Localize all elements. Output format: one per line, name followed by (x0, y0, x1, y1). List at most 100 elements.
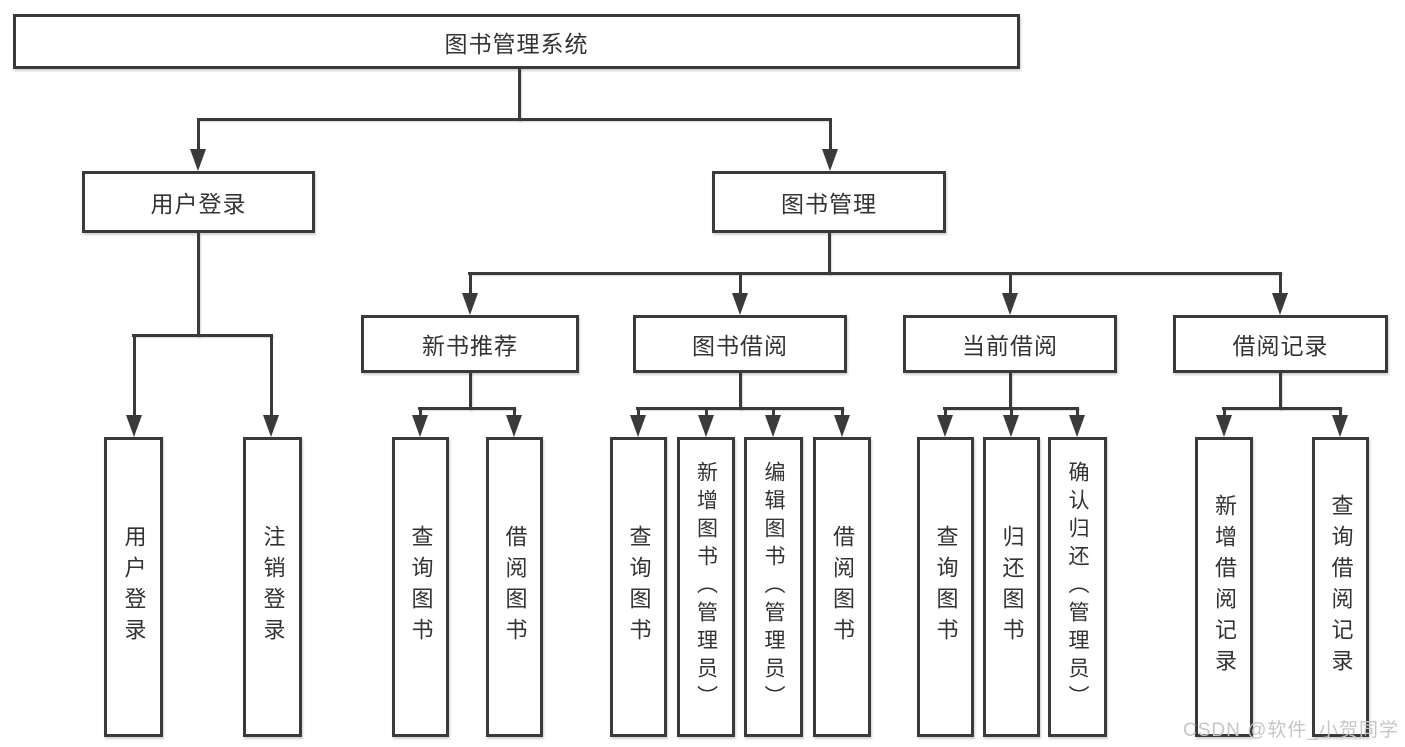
node-label: 借阅记录 (1232, 333, 1329, 359)
connector-current-stem (1009, 372, 1012, 410)
arrow-head-icon (630, 415, 646, 437)
arrow-head-icon (1272, 293, 1288, 315)
leaf-query-books-recommend: 查询图书 (392, 437, 449, 737)
arrow-head-icon (822, 149, 838, 171)
arrow-head-icon (834, 415, 850, 437)
arrow-head-icon (190, 149, 206, 171)
connector-borrowing-rail (636, 407, 844, 410)
leaf-label: 确认归还（管理员） (1066, 461, 1089, 713)
connector-recommend-stem (469, 372, 472, 410)
leaf-query-books-current: 查询图书 (917, 437, 974, 737)
arrow-head-icon (698, 415, 714, 437)
arrow-stem (1075, 407, 1079, 417)
leaf-label: 查询借阅记录 (1328, 494, 1354, 680)
arrow-head-icon (937, 415, 953, 437)
leaf-label: 借阅图书 (830, 525, 855, 649)
arrow-to-query-record (1332, 407, 1348, 437)
node-user-login: 用户登录 (82, 171, 315, 233)
leaf-query-borrow-record: 查询借阅记录 (1312, 437, 1369, 737)
connector-user-login-stem (197, 233, 200, 337)
leaf-edit-books-admin: 编辑图书（管理员） (744, 437, 803, 737)
node-borrowing-records: 借阅记录 (1173, 315, 1388, 373)
arrow-stem (512, 407, 516, 417)
leaf-borrow-books-recommend: 借阅图书 (486, 437, 543, 737)
arrow-head-icon (412, 415, 428, 437)
arrow-head-icon (1003, 415, 1019, 437)
connector-borrowing-stem (739, 372, 742, 410)
arrow-head-icon (263, 415, 279, 437)
arrow-stem (1008, 272, 1012, 295)
arrow-stem (1222, 407, 1226, 417)
arrow-stem (738, 272, 742, 295)
csdn-watermark: CSDN @软件_小贺同学 (1183, 720, 1399, 741)
leaf-label: 注销登录 (260, 525, 286, 649)
arrow-stem (704, 407, 708, 417)
arrow-to-new-book-recommend (462, 272, 478, 315)
arrow-head-icon (1069, 415, 1085, 437)
leaf-borrow-books-borrowing: 借阅图书 (813, 437, 871, 737)
node-label: 图书管理系统 (444, 30, 589, 57)
node-new-book-recommend: 新书推荐 (361, 315, 579, 373)
leaf-logout: 注销登录 (243, 437, 302, 737)
arrow-to-query-books-1 (412, 407, 428, 437)
leaf-label: 用户登录 (121, 525, 147, 649)
arrow-stem (269, 334, 273, 417)
arrow-head-icon (462, 293, 478, 315)
leaf-label: 查询图书 (408, 525, 434, 649)
arrow-stem (132, 334, 136, 417)
arrow-head-icon (126, 415, 142, 437)
arrow-stem (196, 118, 200, 151)
arrow-stem (468, 272, 472, 295)
arrow-to-add-books (698, 407, 714, 437)
arrow-to-leaf-user-login (126, 334, 142, 437)
node-book-borrowing: 图书借阅 (633, 315, 847, 373)
node-current-borrowing: 当前借阅 (903, 315, 1117, 373)
leaf-label: 新增借阅记录 (1212, 494, 1237, 680)
leaf-label: 编辑图书（管理员） (762, 461, 785, 713)
arrow-stem (943, 407, 947, 417)
leaf-label: 归还图书 (999, 525, 1025, 649)
node-label: 图书借阅 (692, 333, 788, 359)
arrow-head-icon (765, 415, 781, 437)
arrow-head-icon (732, 293, 748, 315)
arrow-stem (636, 407, 640, 417)
arrow-to-query-books-3 (937, 407, 953, 437)
arrow-stem (1009, 407, 1013, 417)
arrow-stem (1338, 407, 1342, 417)
arrow-head-icon (1002, 293, 1018, 315)
arrow-stem (771, 407, 775, 417)
connector-user-login-rail (132, 334, 273, 337)
arrow-to-edit-books (765, 407, 781, 437)
arrow-stem (418, 407, 422, 417)
leaf-label: 查询图书 (933, 525, 959, 649)
arrow-to-borrow-books-2 (834, 407, 850, 437)
arrow-head-icon (1332, 415, 1348, 437)
arrow-to-leaf-logout (263, 334, 279, 437)
arrow-stem (1278, 272, 1282, 295)
leaf-return-books: 归还图书 (983, 437, 1040, 737)
arrow-to-user-login (190, 118, 206, 171)
arrow-to-add-record (1216, 407, 1232, 437)
leaf-label: 查询图书 (626, 525, 652, 649)
connector-level1-rail (197, 118, 831, 121)
arrow-to-book-borrowing (732, 272, 748, 315)
node-label: 新书推荐 (422, 333, 518, 359)
connector-records-rail (1222, 407, 1342, 410)
leaf-add-borrow-record: 新增借阅记录 (1195, 437, 1253, 737)
arrow-to-return-books (1003, 407, 1019, 437)
connector-root-stem (518, 69, 521, 121)
node-library-system: 图书管理系统 (13, 14, 1020, 69)
node-label: 用户登录 (150, 191, 247, 217)
connector-recommend-rail (418, 407, 516, 410)
leaf-label: 借阅图书 (502, 525, 528, 649)
arrow-to-confirm-return (1069, 407, 1085, 437)
leaf-query-books-borrowing: 查询图书 (610, 437, 667, 737)
leaf-confirm-return-admin: 确认归还（管理员） (1048, 437, 1107, 737)
connector-book-mgmt-stem (828, 233, 831, 275)
leaf-user-login: 用户登录 (104, 437, 163, 737)
leaf-label: 新增图书（管理员） (694, 461, 718, 713)
node-label: 当前借阅 (962, 333, 1058, 359)
arrow-head-icon (1216, 415, 1232, 437)
arrow-stem (828, 118, 832, 151)
